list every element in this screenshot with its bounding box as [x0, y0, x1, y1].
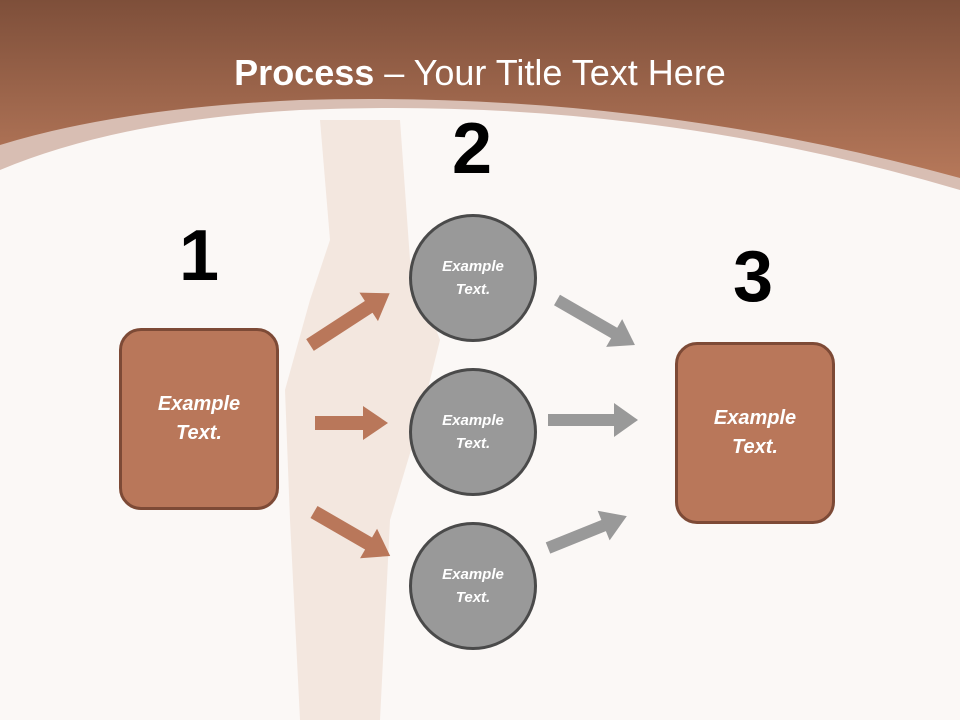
step-1-number: 1	[178, 216, 220, 296]
step-2-circle-1: Example Text.	[409, 214, 537, 342]
title-bold: Process	[234, 52, 375, 93]
step-1-text: Example Text.	[157, 393, 241, 444]
step-2-number: 2	[451, 109, 493, 189]
step-3-box: Example Text.	[675, 342, 835, 524]
circle-text: Example Text.	[442, 566, 504, 606]
title-rest: – Your Title Text Here	[374, 52, 726, 93]
arrow-1-to-2b	[315, 406, 388, 440]
arrow-2b-to-3	[548, 403, 638, 437]
circle-text: Example Text.	[442, 258, 504, 298]
step-3-text: Example Text.	[713, 407, 797, 458]
arrow-2c-to-3	[545, 510, 627, 554]
circle-text: Example Text.	[442, 412, 504, 452]
arrow-1-to-2c	[310, 505, 391, 559]
step-3-number: 3	[732, 237, 774, 317]
header-band	[0, 0, 960, 178]
step-2-circle-2: Example Text.	[409, 368, 537, 496]
arrow-1-to-2a	[306, 292, 390, 351]
step-2-circle-3: Example Text.	[409, 522, 537, 650]
arrow-2a-to-3	[554, 294, 635, 347]
step-1-box: Example Text.	[119, 328, 279, 510]
slide-title: Process – Your Title Text Here	[0, 52, 960, 94]
